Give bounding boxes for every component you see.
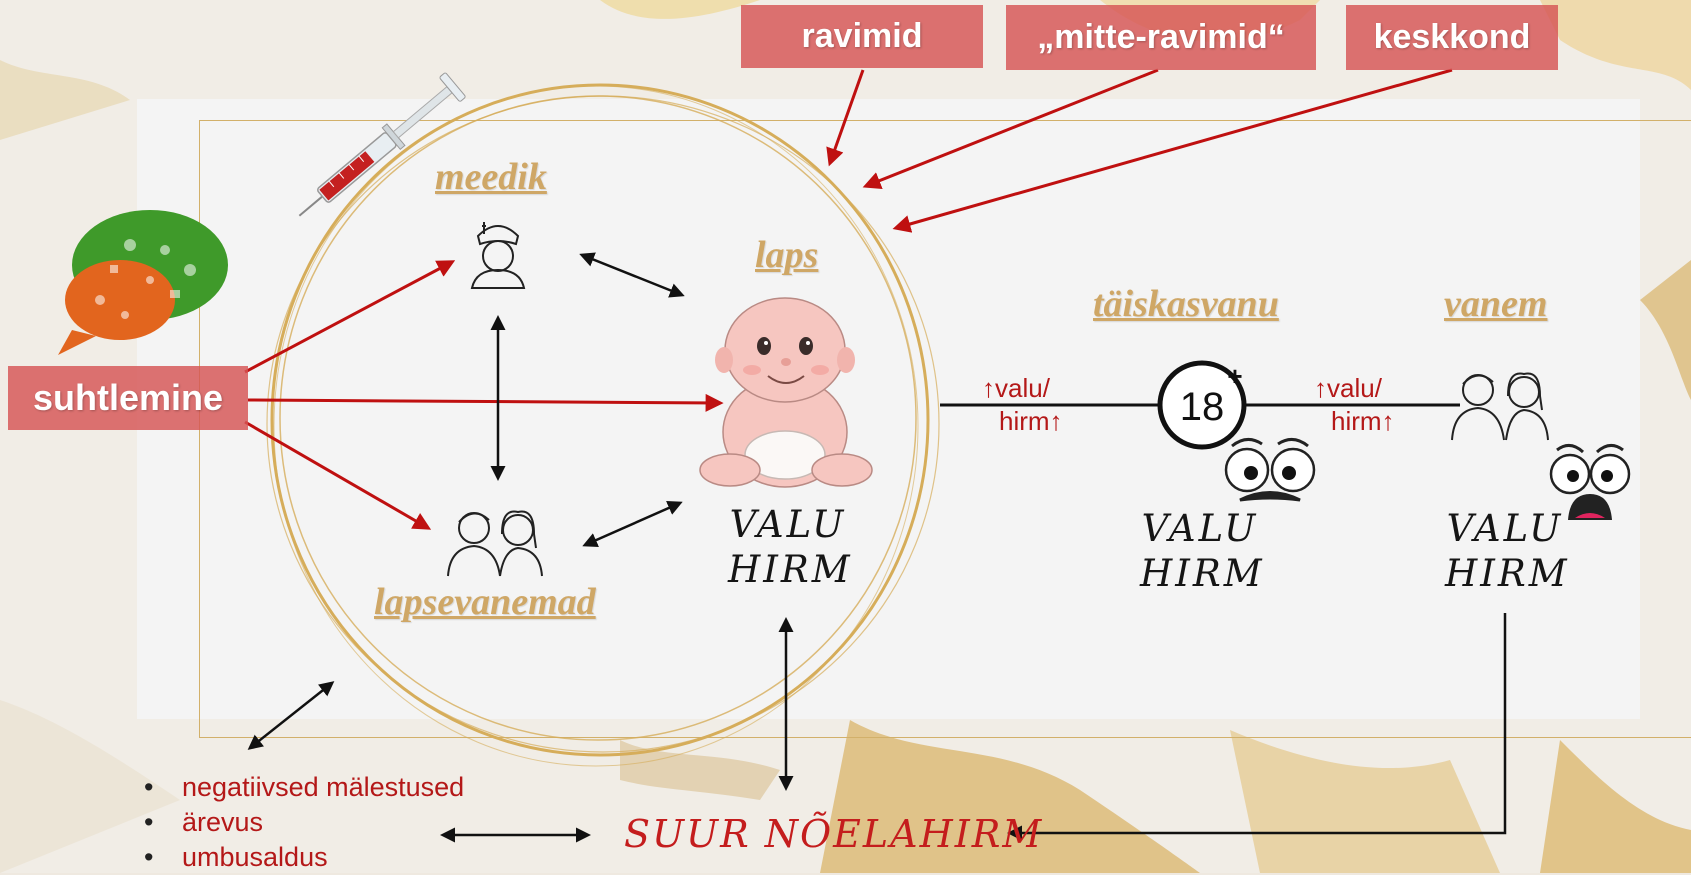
fear-label: HIRM — [1445, 552, 1570, 595]
pain-label: VALU — [1141, 507, 1259, 550]
label-adult: täiskasvanu — [1093, 283, 1279, 325]
transition-line-2: hirm↑ — [999, 406, 1063, 436]
fear-label: HIRM — [1140, 552, 1265, 595]
transition-line-1: ↑valu/ — [982, 373, 1050, 403]
label-parents: lapsevanemad — [374, 581, 596, 623]
pain-label: VALU — [1446, 507, 1564, 550]
list-item: negatiivsed mälestused — [140, 770, 464, 805]
factor-arrows — [826, 68, 1453, 233]
tag-environment: keskkond — [1346, 5, 1558, 70]
transition-adult-parent: ↑valu/ hirm↑ — [1314, 372, 1395, 438]
age-plus: + — [1227, 361, 1242, 391]
relation-arrows — [247, 252, 1507, 843]
parents-icon-right — [1451, 372, 1549, 441]
nurse-icon — [470, 222, 526, 289]
fear-label: HIRM — [728, 548, 853, 591]
scared-face-icon — [1224, 438, 1316, 502]
tag-non-medicines: „mitte-ravimid“ — [1006, 5, 1316, 70]
diagram-panel — [137, 99, 1640, 719]
arrow-non-medicines — [862, 68, 1159, 190]
label-child: laps — [755, 234, 819, 276]
pain-fear-parent: VALU HIRM — [1445, 506, 1570, 596]
speech-bubble-icon — [58, 210, 228, 355]
age-18-plus-icon: 18 + — [1157, 360, 1247, 450]
arrow-medicines — [826, 69, 865, 167]
label-parent: vanem — [1444, 283, 1548, 325]
outcome-big-needle-fear: SUUR NÕELAHIRM — [624, 812, 1044, 856]
tag-medicines: ravimid — [741, 5, 983, 68]
list-item: umbusaldus — [140, 840, 464, 875]
transition-line-2: hirm↑ — [1331, 406, 1395, 436]
baby-icon — [699, 297, 873, 488]
age-number: 18 — [1180, 385, 1225, 429]
screaming-face-icon — [1549, 444, 1631, 520]
transition-child-adult: ↑valu/ hirm↑ — [982, 372, 1063, 438]
golden-rings — [266, 83, 940, 767]
communication-arrows — [244, 260, 724, 530]
list-item: ärevus — [140, 805, 464, 840]
tag-communication: suhtlemine — [8, 366, 248, 430]
pain-fear-child: VALU HIRM — [728, 502, 853, 592]
pain-label: VALU — [729, 503, 847, 546]
consequences-list: negatiivsed mälestused ärevus umbusaldus — [140, 770, 464, 875]
pain-fear-adult: VALU HIRM — [1140, 506, 1265, 596]
transition-line-1: ↑valu/ — [1314, 373, 1382, 403]
syringe-icon — [298, 72, 466, 217]
arrow-environment — [892, 68, 1453, 233]
label-medic: meedik — [435, 156, 547, 198]
parents-icon-left — [447, 510, 543, 577]
